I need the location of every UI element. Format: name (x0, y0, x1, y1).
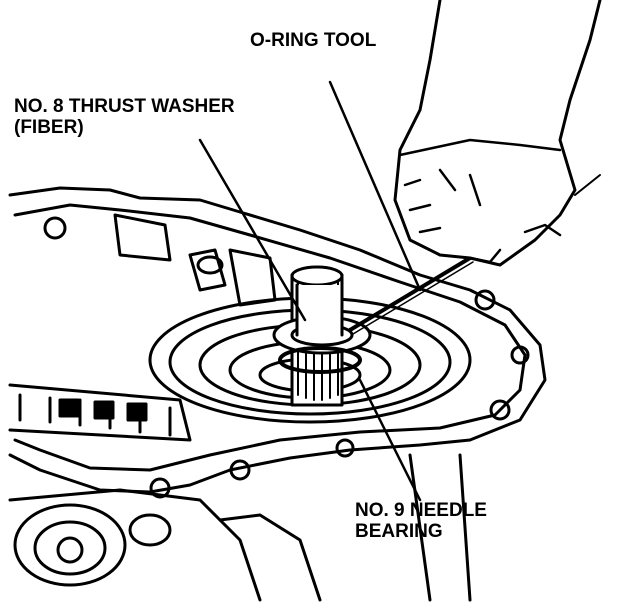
bolt-boss (149, 477, 171, 499)
needle-bearing-label: NO. 9 NEEDLE BEARING (355, 500, 487, 542)
bolt-boss (43, 216, 67, 240)
thrust-washer-text: NO. 8 THRUST WASHER (14, 96, 235, 117)
case-flange-inner (13, 203, 527, 472)
thrust-washer-label: NO. 8 THRUST WASHER (FIBER) (14, 96, 235, 138)
needle-bearing (278, 346, 362, 374)
o-ring-tool-label: O-RING TOOL (250, 30, 376, 51)
thrust-washer-material-text: (FIBER) (14, 117, 84, 138)
leader-washer (198, 138, 307, 322)
needle-bearing-text: NO. 9 NEEDLE (355, 500, 487, 521)
pump-housing (13, 503, 127, 587)
bolt-boss (335, 438, 355, 458)
bolt-boss (510, 345, 530, 365)
needle-bearing-text-2: BEARING (355, 521, 443, 542)
bolt-boss (474, 289, 496, 311)
oring-tool (348, 256, 472, 332)
leader-bearing (358, 378, 422, 502)
bolt-boss (229, 459, 251, 481)
hand (393, 0, 602, 267)
leader-oring (328, 80, 422, 292)
case-flange (8, 186, 547, 494)
bolt-boss (489, 399, 511, 421)
o-ring-tool-text: O-RING TOOL (250, 30, 377, 51)
valve-body (8, 383, 192, 442)
